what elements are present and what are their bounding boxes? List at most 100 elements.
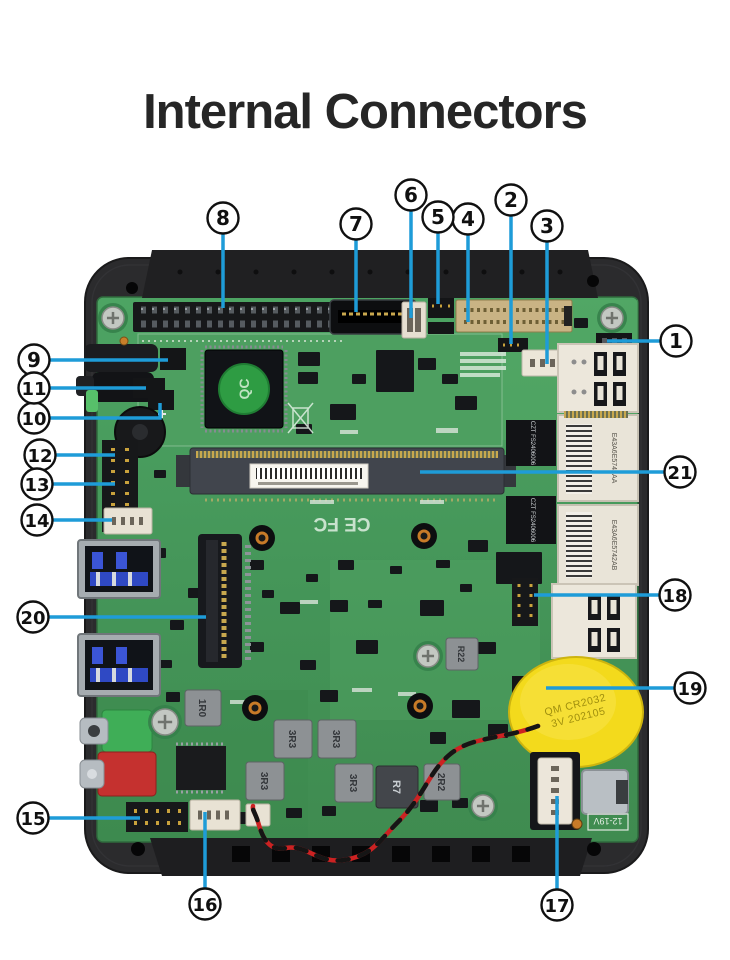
lan-chip-2-label: CZT FS2406006 [529,498,535,543]
lvds-connector [455,299,573,333]
callout-number: 13 [24,475,49,496]
lan-port-1: E43A6E5742AA [557,411,639,502]
smd-component [154,470,166,478]
svg-text:3R3: 3R3 [347,774,358,793]
usb2-stack-top-right [557,343,639,413]
smd-component [320,690,338,702]
callout-number: 15 [20,809,45,830]
page-title: Internal Connectors [143,85,588,139]
smd-component [330,600,348,612]
callout-8: 8 [206,201,240,308]
callout-11: 11 [17,371,146,405]
svg-text:12-19V: 12-19V [593,816,622,826]
callout-4: 4 [451,202,485,322]
jumper-9 [160,348,186,370]
smd-component [376,350,414,392]
case-hole [587,842,601,856]
smd-component [420,600,444,616]
svg-text:1R0: 1R0 [196,699,207,718]
sodimm-slot [176,447,516,495]
silkscreen-pad [436,428,458,433]
callout-19: 19 [546,671,707,705]
wafer-connector-16 [189,799,241,831]
screw [413,641,443,671]
callout-number: 10 [21,409,46,430]
callout-circle [16,801,50,835]
callout-number: 16 [192,895,217,916]
jumper-10 [148,390,174,410]
smd-component [455,396,477,410]
battery-cable [250,723,541,863]
callout-circle [20,467,54,501]
svg-text:2R2: 2R2 [435,773,446,792]
smd-component [300,660,316,670]
hardware-layer [98,275,627,856]
test-point [571,818,583,830]
weee-symbol [287,402,314,434]
callout-circle [530,209,564,243]
smd-component [166,692,180,702]
smd-component [262,590,274,598]
smd-component [436,560,450,568]
smd-component [478,642,496,654]
callout-number: 5 [431,205,445,229]
smd-component [430,732,446,744]
smd-component [352,374,366,384]
cert-marks-text: CE FC [313,513,370,534]
callout-number: 2 [504,188,518,212]
smd-component [338,560,354,570]
callout-12: 12 [23,438,115,472]
callout-number: 4 [461,207,475,231]
callout-7: 7 [339,207,373,312]
svg-text:3R3: 3R3 [330,730,341,749]
front-panel-pin-header [133,302,345,332]
screw [148,705,182,739]
rca-jack-red [79,751,157,797]
cpu-module-plate [137,333,503,447]
callout-number: 1 [669,329,683,353]
smd-component [160,660,172,668]
callout-1: 1 [607,324,693,358]
silkscreen-pad [420,500,444,504]
smd-component [356,640,378,654]
jumper-block-top [428,298,454,334]
silkscreen-pad [398,692,416,696]
callout-circle [339,207,373,241]
callout-15: 15 [16,801,140,835]
smd-component [420,800,438,812]
m2-slot [198,534,251,668]
cpu-sticker [218,363,270,415]
callout-18: 18 [534,578,692,612]
callout-circle [20,503,54,537]
dc-jack [581,769,629,815]
callout-number: 7 [349,212,363,236]
callout-number: 11 [21,379,46,400]
smd-component [286,808,302,818]
smd-component [250,642,264,652]
callout-2: 2 [494,183,528,344]
case-hole [131,842,145,856]
lan-chip-1-label: CZT FS2406006 [529,421,535,466]
dc-voltage-silkscreen: 12-19V [587,813,629,831]
callout-3: 3 [530,209,564,364]
silkscreen-pad [352,688,372,692]
inductors: 1R0 3R3 3R3 3R3 3R3 R22 2R2 R7 [184,637,479,809]
callout-circle [17,371,51,405]
standoff-hole [242,695,268,721]
callout-circle [658,578,692,612]
lan-port-2: E43A6E5742AB [557,504,639,586]
callout-circle [540,888,574,922]
callout-circle [659,324,693,358]
svg-text:R7: R7 [390,780,402,794]
screw [468,791,498,821]
callout-circle [188,887,222,921]
lan-chip-2: CZT FS2406006 [506,496,556,544]
smd-component [322,806,336,816]
smd-component [468,540,488,552]
smd-component [250,560,264,570]
callout-6: 6 [394,178,428,318]
case-hole [126,282,138,294]
callout-number: 12 [27,446,52,467]
